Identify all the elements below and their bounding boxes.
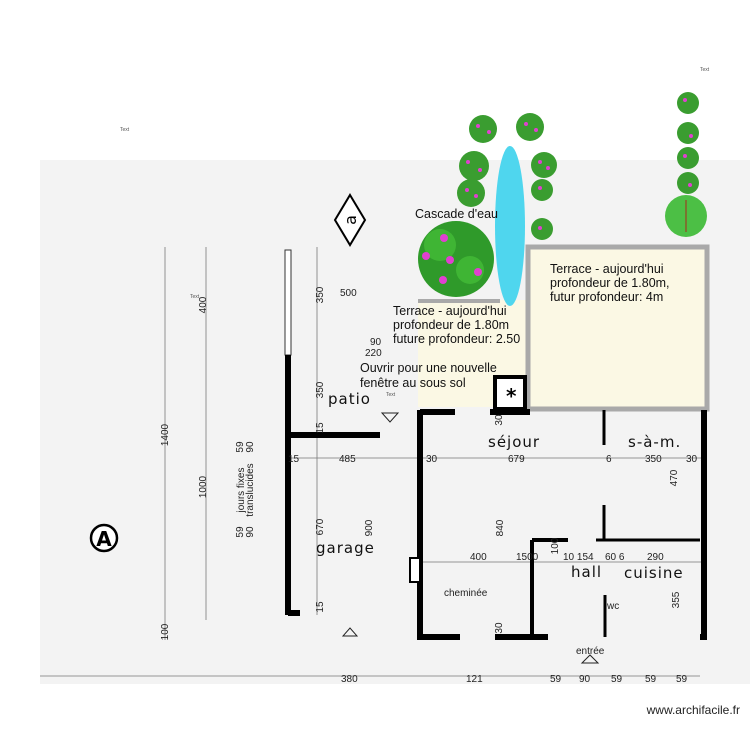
- svg-text:400: 400: [470, 552, 487, 563]
- terrace-left-note: Terrace - aujourd'hui profondeur de 1.80…: [393, 304, 520, 346]
- room-label-cuisine: cuisine: [624, 564, 684, 582]
- svg-text:future profondeur: 2.50: future profondeur: 2.50: [393, 332, 520, 346]
- svg-text:100: 100: [160, 623, 171, 640]
- walls: [284, 249, 707, 640]
- jours-label: jours fixes translucides: [236, 463, 256, 516]
- room-label-sam: s-à-m.: [628, 433, 681, 451]
- shrubs: [418, 92, 707, 297]
- svg-text:59: 59: [611, 674, 623, 685]
- fireplace-icon: [409, 557, 421, 583]
- svg-text:121: 121: [466, 674, 483, 685]
- svg-text:290: 290: [647, 552, 664, 563]
- watermark: www.archifacile.fr: [646, 703, 740, 717]
- cascade-label: Cascade d'eau: [415, 207, 498, 221]
- text-marker: Text: [700, 67, 710, 73]
- svg-text:470: 470: [669, 469, 680, 486]
- svg-text:30: 30: [494, 622, 505, 634]
- room-label-cheminee: cheminée: [444, 588, 488, 599]
- svg-text:30: 30: [494, 414, 505, 426]
- svg-text:90: 90: [579, 674, 591, 685]
- svg-text:Ouvrir pour une nouvelle: Ouvrir pour une nouvelle: [360, 361, 497, 375]
- dimension-lines: [40, 247, 705, 677]
- room-label-wc: wc: [606, 601, 619, 612]
- room-label-sejour: séjour: [488, 433, 540, 451]
- svg-text:59: 59: [235, 441, 246, 453]
- svg-text:90: 90: [245, 441, 256, 453]
- svg-text:380: 380: [341, 674, 358, 685]
- svg-text:jours fixes: jours fixes: [236, 467, 247, 513]
- svg-text:a: a: [341, 215, 360, 225]
- svg-text:900: 900: [364, 519, 375, 536]
- section-marker-icon: [333, 193, 367, 247]
- svg-text:500: 500: [340, 288, 357, 299]
- svg-text:profondeur de 1.80m: profondeur de 1.80m: [393, 318, 509, 332]
- svg-text:485: 485: [339, 454, 356, 465]
- svg-text:840: 840: [495, 519, 506, 536]
- room-label-garage: garage: [316, 539, 375, 557]
- terrace-right-note: Terrace - aujourd'hui profondeur de 1.80…: [550, 262, 670, 304]
- north-label: A: [96, 527, 112, 551]
- svg-text:30: 30: [686, 454, 698, 465]
- window-note: Ouvrir pour une nouvelle fenêtre au sous…: [360, 361, 497, 390]
- svg-text:220: 220: [365, 348, 382, 359]
- plan-sheet: [40, 160, 750, 684]
- svg-text:350: 350: [645, 454, 662, 465]
- dimensions: 1400 100 400 1000 350 350 15 670 15 500 …: [160, 286, 698, 685]
- svg-text:59: 59: [550, 674, 562, 685]
- svg-text:350: 350: [315, 381, 326, 398]
- svg-text:1400: 1400: [160, 423, 171, 446]
- svg-text:Terrace - aujourd'hui: Terrace - aujourd'hui: [393, 304, 507, 318]
- svg-text:translucides: translucides: [245, 463, 256, 516]
- water-cascade: [495, 146, 525, 306]
- svg-text:15: 15: [288, 454, 300, 465]
- svg-text:400: 400: [198, 296, 209, 313]
- svg-text:10 154: 10 154: [563, 552, 594, 563]
- svg-text:100: 100: [550, 537, 561, 554]
- room-label-hall: hall: [571, 563, 602, 581]
- svg-text:350: 350: [315, 286, 326, 303]
- svg-text:30: 30: [426, 454, 438, 465]
- text-marker: Text: [386, 392, 396, 398]
- svg-text:60 6: 60 6: [605, 552, 625, 563]
- room-label-entree: entrée: [576, 646, 605, 657]
- svg-text:profondeur de 1.80m,: profondeur de 1.80m,: [550, 276, 670, 290]
- room-label-patio: patio: [328, 390, 371, 408]
- triangle-icon: [341, 627, 359, 637]
- svg-text:59: 59: [645, 674, 657, 685]
- svg-text:futur profondeur: 4m: futur profondeur: 4m: [550, 290, 663, 304]
- stair-box: [493, 375, 527, 411]
- svg-text:355: 355: [671, 591, 682, 608]
- svg-text:90: 90: [370, 337, 382, 348]
- svg-text:Terrace - aujourd'hui: Terrace - aujourd'hui: [550, 262, 664, 276]
- north-arrow-icon: [89, 523, 119, 553]
- svg-text:679: 679: [508, 454, 525, 465]
- svg-text:6: 6: [606, 454, 612, 465]
- svg-text:15: 15: [315, 422, 326, 434]
- svg-text:1500: 1500: [516, 552, 539, 563]
- text-marker: Text: [190, 294, 200, 300]
- svg-text:670: 670: [315, 518, 326, 535]
- text-marker: Text: [120, 127, 130, 133]
- svg-text:fenêtre au sous sol: fenêtre au sous sol: [360, 376, 466, 390]
- svg-text:1000: 1000: [198, 475, 209, 498]
- large-shrub-icon: [418, 221, 494, 297]
- triangle-icon: [380, 412, 400, 423]
- svg-text:15: 15: [315, 601, 326, 613]
- svg-text:59: 59: [235, 526, 246, 538]
- svg-text:59: 59: [676, 674, 688, 685]
- svg-text:90: 90: [245, 526, 256, 538]
- star-marker: *: [506, 384, 517, 408]
- triangle-icon: [580, 654, 600, 664]
